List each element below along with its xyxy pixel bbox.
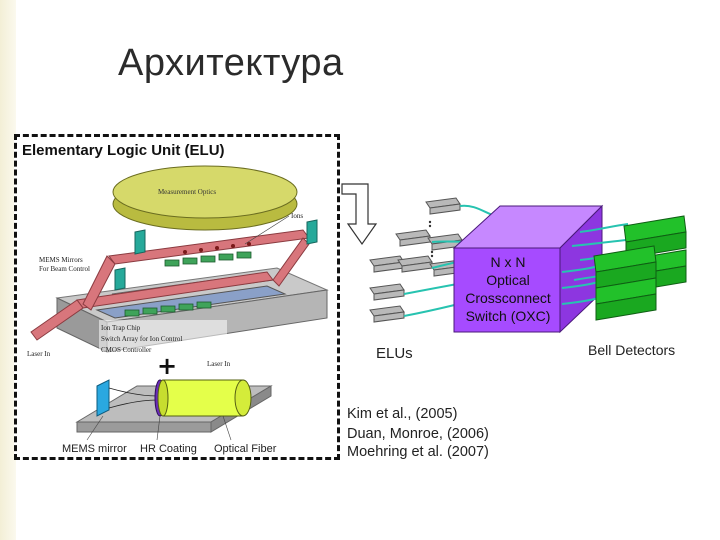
mems-mirror-icon bbox=[96, 379, 110, 417]
hr-coating-leader bbox=[156, 415, 161, 441]
elu-box bbox=[429, 203, 461, 215]
oxc-label-line-2: Optical bbox=[486, 272, 530, 288]
fiber-plate-front bbox=[76, 421, 212, 433]
hr-coating-label: HR Coating bbox=[140, 443, 197, 455]
ion-trap-chip-label: Ion Trap Chip bbox=[101, 324, 141, 332]
beam-lines bbox=[108, 387, 158, 409]
measurement-optics-label: Measurement Optics bbox=[158, 188, 216, 196]
ions-leader bbox=[244, 215, 290, 245]
ellipsis-dots bbox=[428, 220, 434, 258]
elu-title: Elementary Logic Unit (ELU) bbox=[22, 142, 225, 159]
elu-illustration: Measurement Optics Ions MEMS Mirrors For… bbox=[27, 165, 329, 441]
chip-label-bg bbox=[99, 320, 227, 354]
elu-box bbox=[373, 289, 405, 301]
mount-posts bbox=[114, 219, 318, 291]
elu-box bbox=[399, 235, 431, 247]
left-decor-stripe bbox=[0, 0, 16, 540]
oxc-label-line-3: Crossconnect bbox=[465, 290, 551, 306]
bell-detectors-label: Bell Detectors bbox=[588, 342, 676, 358]
laser-in-left-label: Laser In bbox=[27, 350, 51, 358]
detector-box bbox=[595, 293, 657, 321]
optical-fiber-label: Optical Fiber bbox=[214, 443, 277, 455]
citation-kim: Kim et al., (2005) bbox=[347, 406, 458, 422]
optical-fiber-leader bbox=[222, 415, 232, 441]
network-diagram bbox=[341, 183, 687, 334]
citation-duan: Duan, Monroe, (2006) bbox=[347, 426, 489, 442]
mems-mirror-leader bbox=[86, 415, 104, 441]
switch-elements bbox=[124, 251, 252, 317]
laser-in-right-label: Laser In bbox=[207, 360, 231, 368]
elu-box bbox=[373, 311, 405, 323]
slide-title: Архитектура bbox=[118, 42, 344, 84]
cmos-controller-label: CMOS Controller bbox=[101, 346, 152, 354]
mems-mirror-label: MEMS mirror bbox=[62, 443, 127, 455]
elu-arrow bbox=[341, 183, 378, 246]
elus-label: ELUs bbox=[376, 345, 413, 362]
ions-label: Ions bbox=[291, 212, 303, 220]
optical-fiber-front bbox=[157, 379, 169, 417]
oxc-label-line-4: Switch (OXC) bbox=[465, 308, 551, 324]
ion-dots bbox=[183, 242, 251, 254]
optical-fiber-end bbox=[234, 379, 252, 417]
switch-array-label: Switch Array for Ion Control bbox=[101, 335, 182, 343]
citation-moehring: Moehring et al. (2007) bbox=[347, 444, 489, 460]
mems-mirrors-label: MEMS Mirrors bbox=[39, 256, 83, 264]
mems-mirrors-sub-label: For Beam Control bbox=[39, 265, 90, 273]
bell-detectors bbox=[593, 215, 687, 321]
laser-rails bbox=[30, 229, 310, 341]
oxc-label-line-1: N x N bbox=[490, 254, 526, 270]
plus-sign: + bbox=[157, 352, 177, 380]
optics-disc-top bbox=[112, 165, 298, 219]
optical-fiber-body bbox=[162, 379, 244, 417]
